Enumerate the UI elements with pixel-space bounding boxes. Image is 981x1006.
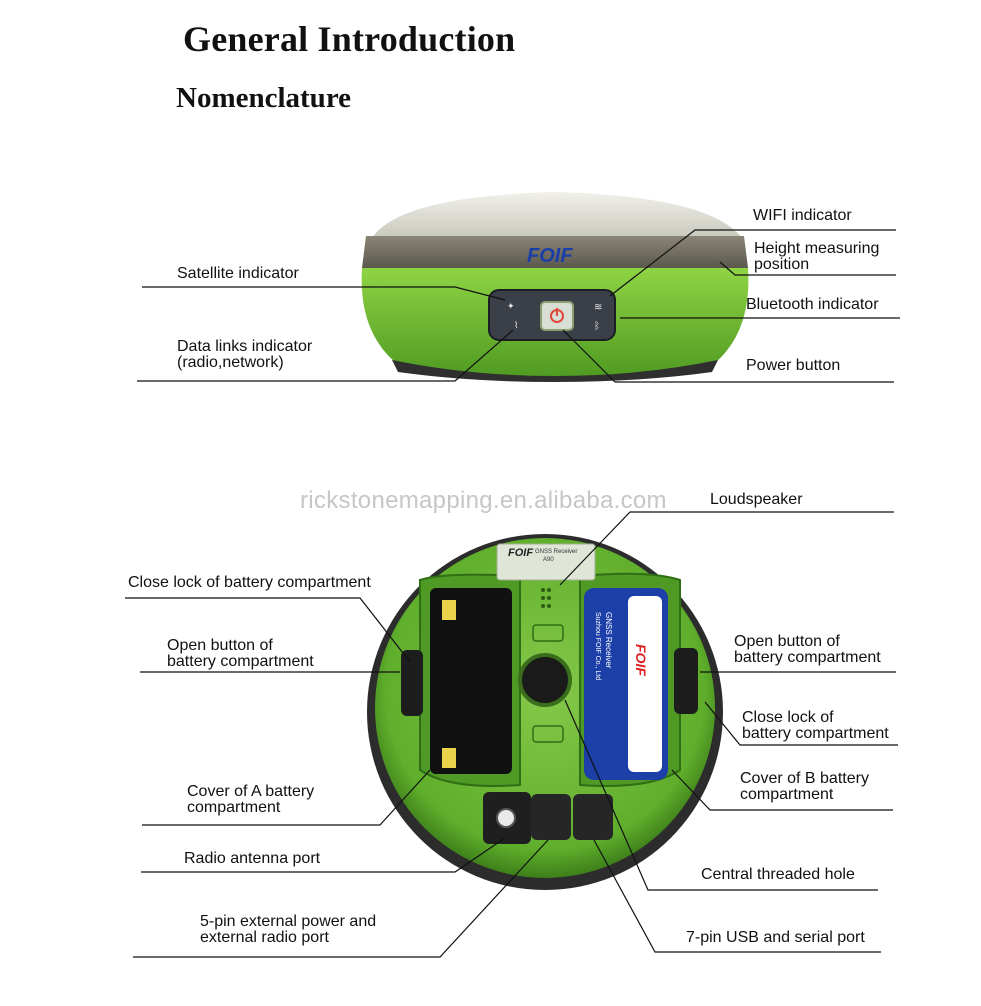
- label-open-button-left-1: Open button of: [167, 638, 273, 654]
- label-central-threaded-hole: Central threaded hole: [701, 867, 855, 883]
- brand-logo-battery: FOIF: [633, 644, 649, 676]
- latch-left: [401, 650, 423, 716]
- bluetooth-icon: ᛒ: [594, 321, 600, 332]
- label-height-measuring-1: Height measuring: [754, 241, 879, 257]
- battery-b-title: GNSS Receiver: [604, 612, 613, 669]
- satellite-icon: ✦: [507, 302, 515, 312]
- brand-logo-top: FOIF: [527, 245, 573, 267]
- label-open-button-left-2: battery compartment: [167, 654, 314, 670]
- brand-logo-bottom: FOIF: [508, 547, 533, 559]
- label-close-lock-left: Close lock of battery compartment: [128, 575, 371, 591]
- label-cover-a-1: Cover of A battery: [187, 784, 314, 800]
- battery-b-company: Suzhou FOIF Co., Ltd: [594, 612, 601, 680]
- receiver-bottom-view: [367, 534, 723, 890]
- label-data-links-1: Data links indicator: [177, 339, 312, 355]
- label-wifi-indicator: WIFI indicator: [753, 208, 852, 224]
- label-cover-b-2: compartment: [740, 787, 833, 803]
- model-label: GNSS Receiver: [535, 549, 577, 555]
- label-loudspeaker: Loudspeaker: [710, 492, 803, 508]
- seven-pin-port: [573, 794, 613, 840]
- label-open-button-right-1: Open button of: [734, 634, 840, 650]
- model-number: A90: [543, 557, 554, 563]
- label-radio-antenna-port: Radio antenna port: [184, 851, 320, 867]
- central-hole: [520, 655, 570, 705]
- label-open-button-right-2: battery compartment: [734, 650, 881, 666]
- watermark: rickstonemapping.en.alibaba.com: [300, 487, 667, 515]
- label-five-pin-port-1: 5-pin external power and: [200, 914, 376, 930]
- label-satellite-indicator: Satellite indicator: [177, 266, 299, 282]
- latch-right: [674, 648, 698, 714]
- label-cover-b-1: Cover of B battery: [740, 771, 869, 787]
- label-data-links-2: (radio,network): [177, 355, 284, 371]
- label-cover-a-2: compartment: [187, 800, 280, 816]
- wifi-icon: ≋: [594, 302, 602, 313]
- label-seven-pin-port: 7-pin USB and serial port: [686, 930, 865, 946]
- label-height-measuring-2: position: [754, 257, 809, 273]
- label-close-lock-right-2: battery compartment: [742, 726, 889, 742]
- label-bluetooth-indicator: Bluetooth indicator: [746, 297, 879, 313]
- five-pin-port: [531, 794, 571, 840]
- label-close-lock-right-1: Close lock of: [742, 710, 834, 726]
- antenna-icon: ⌇: [514, 320, 518, 331]
- label-power-button: Power button: [746, 358, 840, 374]
- label-five-pin-port-2: external radio port: [200, 930, 329, 946]
